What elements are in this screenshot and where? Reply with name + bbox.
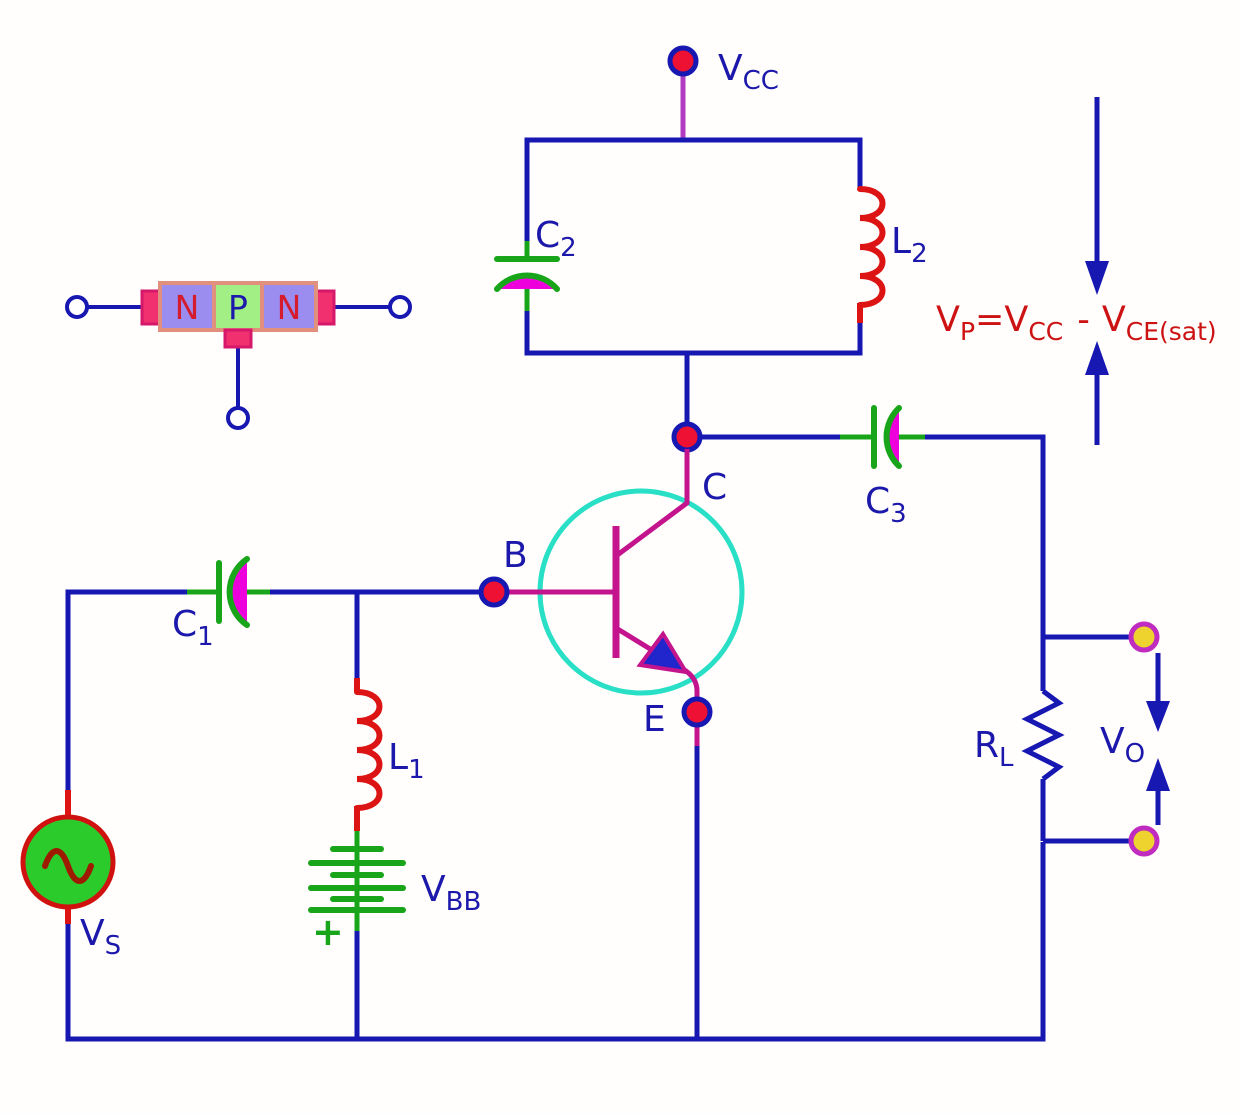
ground-rail [65, 589, 1046, 1042]
vo-top-terminal [1128, 621, 1160, 653]
vcc-label: VCC [718, 48, 779, 96]
npn-right-terminal-icon [388, 295, 412, 319]
rl-resistor-zigzag [1021, 689, 1065, 781]
c1-curved-plate [226, 556, 250, 628]
vcc-terminal-dot [667, 45, 699, 77]
vbb-plus-sign: + [312, 910, 344, 954]
vo-label: VO [1100, 721, 1145, 769]
c3-curved-plate [883, 405, 902, 469]
left-rail-wire [65, 589, 187, 791]
vs-label: VS [80, 913, 121, 961]
output-stage: C3 RL VO [840, 405, 1170, 857]
collector-node-dot [671, 421, 703, 453]
vo-up-arrowhead-icon [1146, 758, 1170, 791]
c3-to-rl-wire [925, 434, 1046, 691]
emitter-node-dot [681, 696, 713, 728]
sine-wave-icon [42, 848, 94, 884]
c3-label: C3 [865, 481, 907, 529]
l1-inductor-coil [354, 689, 383, 811]
peak-voltage-formula: VP=VCC-VCE(sat) [936, 300, 1217, 346]
annotation-up-arrowhead-icon [1085, 341, 1109, 375]
bottom-rail-wire [65, 842, 1046, 1042]
npn-n-right-label: N [277, 288, 302, 327]
emitter-arrow-icon [636, 630, 690, 675]
npn-base-contact [223, 328, 253, 349]
c1-label: C1 [172, 604, 214, 652]
npn-left-terminal-icon [65, 295, 89, 319]
rl-label: RL [974, 725, 1014, 773]
base-label: B [503, 535, 528, 576]
npn-p-label: P [228, 288, 248, 327]
npn-n-region-right [260, 281, 318, 332]
input-stage: C1 L1 + VBB VS [20, 556, 482, 961]
vcc-supply: VCC [667, 45, 779, 140]
npn-bottom-terminal-icon [226, 406, 250, 430]
vbb-label: VBB [421, 869, 481, 917]
collector-label: C [702, 467, 727, 508]
annotation-down-arrowhead-icon [1085, 261, 1109, 295]
c2-label: C2 [535, 215, 577, 263]
transistor: B C E [478, 449, 745, 746]
npn-right-contact [314, 289, 336, 326]
vo-down-arrowhead-icon [1146, 701, 1170, 732]
vo-bottom-terminal [1128, 825, 1160, 857]
peak-voltage-annotation: VP=VCC-VCE(sat) [936, 97, 1217, 445]
npn-left-contact [140, 289, 162, 326]
npn-n-left-label: N [175, 288, 200, 327]
npn-structure-diagram: N P N [65, 281, 412, 430]
base-node-dot [478, 576, 510, 608]
c2-curved-plate [494, 272, 560, 292]
collector-junction [671, 353, 841, 453]
tank-top-wire [524, 137, 863, 243]
collector-wire [614, 449, 690, 559]
l2-label: L2 [891, 221, 928, 269]
emitter-label: E [643, 699, 666, 740]
tank-circuit: C2 L2 [494, 137, 928, 356]
l2-inductor-coil [857, 186, 886, 308]
l1-label: L1 [388, 737, 425, 785]
tank-bottom-wire [524, 311, 863, 356]
